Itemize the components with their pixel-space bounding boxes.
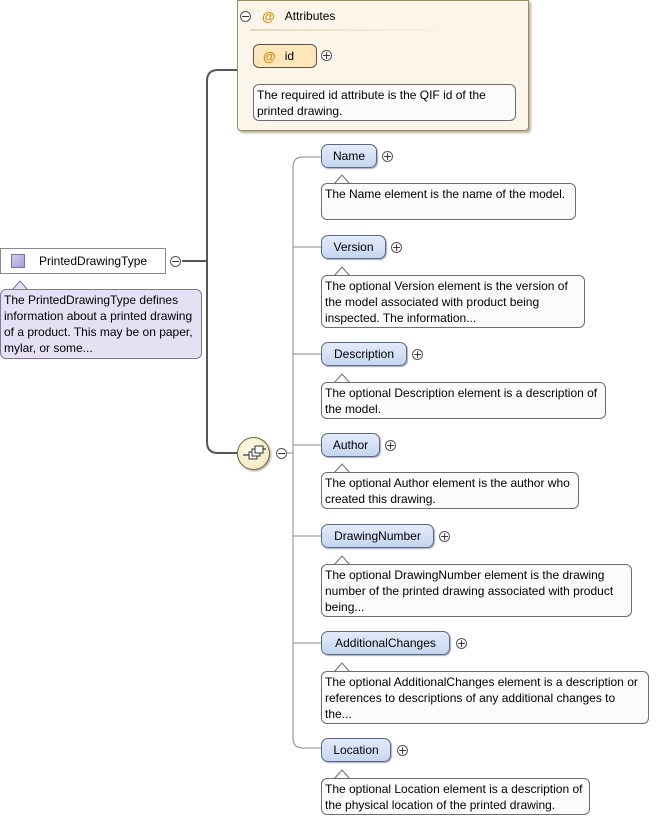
sequence-collapse-toggle[interactable]: − xyxy=(276,447,287,460)
attributes-collapse-toggle[interactable]: − xyxy=(240,9,251,23)
element-additionalchanges-node[interactable]: AdditionalChanges xyxy=(321,631,450,655)
at-sign-icon: @ xyxy=(263,48,276,64)
element-name-description: The Name element is the name of the mode… xyxy=(321,183,576,220)
type-icon xyxy=(11,254,25,268)
element-drawingnumber-expand-toggle[interactable]: + xyxy=(439,530,450,543)
root-type-label: PrintedDrawingType xyxy=(39,254,148,268)
element-version-node[interactable]: Version xyxy=(321,235,386,259)
attributes-header: − @ Attributes xyxy=(240,6,335,26)
element-description-expand-toggle[interactable]: + xyxy=(412,348,423,361)
element-name-node[interactable]: Name xyxy=(321,144,377,168)
element-description-node[interactable]: Description xyxy=(321,342,407,366)
sequence-compositor-icon xyxy=(243,445,266,460)
element-location-expand-toggle[interactable]: + xyxy=(397,744,408,757)
attribute-id-node[interactable]: @ id xyxy=(253,44,317,68)
element-location-description: The optional Location element is a descr… xyxy=(321,778,590,815)
element-additionalchanges-expand-toggle[interactable]: + xyxy=(456,637,467,650)
attribute-id-label: id xyxy=(284,49,295,63)
element-author-expand-toggle[interactable]: + xyxy=(385,439,396,452)
element-additionalchanges-description: The optional AdditionalChanges element i… xyxy=(321,671,649,724)
root-type-node[interactable]: PrintedDrawingType xyxy=(0,248,166,274)
element-author-node[interactable]: Author xyxy=(321,433,380,457)
attributes-header-label: Attributes xyxy=(284,9,336,23)
element-drawingnumber-node[interactable]: DrawingNumber xyxy=(321,524,434,548)
root-description: The PrintedDrawingType defines informati… xyxy=(0,289,202,359)
element-drawingnumber-description: The optional DrawingNumber element is th… xyxy=(321,564,632,617)
root-collapse-toggle[interactable]: − xyxy=(170,255,181,268)
at-sign-icon: @ xyxy=(262,8,275,24)
attribute-id-expand-toggle[interactable]: + xyxy=(321,49,332,62)
element-version-expand-toggle[interactable]: + xyxy=(391,241,402,254)
attribute-id-description: The required id attribute is the QIF id … xyxy=(253,84,516,121)
element-location-node[interactable]: Location xyxy=(321,738,391,762)
element-author-description: The optional Author element is the autho… xyxy=(321,472,579,509)
element-description-description: The optional Description element is a de… xyxy=(321,382,606,419)
attributes-divider xyxy=(250,29,460,31)
element-name-expand-toggle[interactable]: + xyxy=(382,150,393,163)
element-version-description: The optional Version element is the vers… xyxy=(321,275,585,328)
sequence-compositor-node[interactable] xyxy=(237,437,270,470)
